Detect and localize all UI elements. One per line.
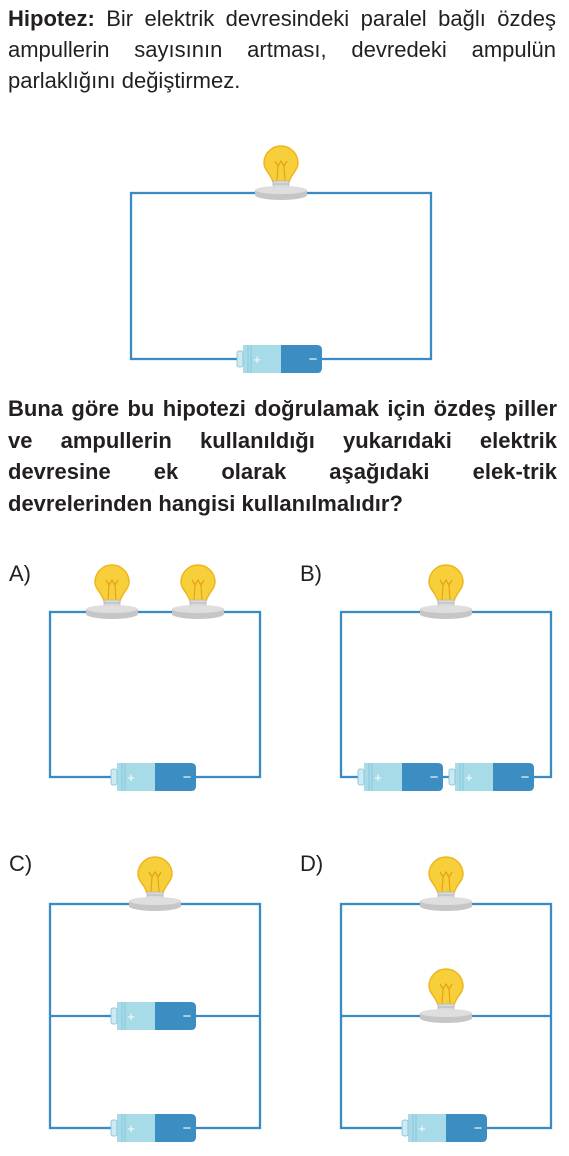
option-b-circuit: + − + − (339, 564, 553, 792)
option-d-bulb-1 (419, 856, 473, 912)
option-b-label: B) (300, 561, 322, 586)
main-battery: + − (236, 344, 323, 374)
option-a-wire (48, 610, 262, 779)
hypothesis-label: Hipotez: (8, 6, 95, 31)
main-bulb (254, 145, 308, 201)
option-a-battery: + − (110, 762, 197, 792)
battery-minus-sign: − (183, 1008, 192, 1025)
battery-plus-sign: + (418, 1121, 426, 1136)
option-d-battery: + − (401, 1113, 488, 1143)
option-b-battery-1: + − (357, 762, 444, 792)
option-a-circuit: + − (48, 564, 262, 792)
battery-minus-sign: − (309, 351, 318, 368)
battery-minus-sign: − (521, 769, 530, 786)
option-b-battery-2: + − (448, 762, 535, 792)
battery-plus-sign: + (127, 1009, 135, 1024)
option-d-label: D) (300, 851, 324, 876)
main-circuit: + − (129, 145, 433, 374)
battery-minus-sign: − (430, 769, 439, 786)
battery-plus-sign: + (127, 770, 135, 785)
option-c-circuit: + − + − (48, 856, 262, 1143)
battery-plus-sign: + (127, 1121, 135, 1136)
option-c-battery-2: + − (110, 1113, 197, 1143)
battery-minus-sign: − (183, 769, 192, 786)
option-c-label: C) (9, 851, 33, 876)
option-d-circuit: + − (339, 856, 553, 1143)
question-text: Buna göre bu hipotezi doğrulamak için öz… (8, 396, 557, 516)
option-a-label: A) (9, 561, 31, 586)
battery-plus-sign: + (465, 770, 473, 785)
option-a-bulb-2 (171, 564, 225, 620)
hypothesis-text: Hipotez: Bir elektrik devresindeki paral… (8, 3, 556, 96)
option-b-bulb (419, 564, 473, 620)
battery-minus-sign: − (183, 1120, 192, 1137)
battery-minus-sign: − (474, 1120, 483, 1137)
hypothesis-body: Bir elektrik devresindeki paralel bağlı … (8, 6, 556, 93)
main-circuit-wire (129, 191, 433, 361)
option-a-bulb-1 (85, 564, 139, 620)
option-b-wire (339, 610, 553, 779)
option-d-bulb-2 (419, 968, 473, 1024)
option-c-bulb (128, 856, 182, 912)
battery-plus-sign: + (253, 352, 261, 367)
option-c-battery-1: + − (110, 1001, 197, 1031)
battery-plus-sign: + (374, 770, 382, 785)
